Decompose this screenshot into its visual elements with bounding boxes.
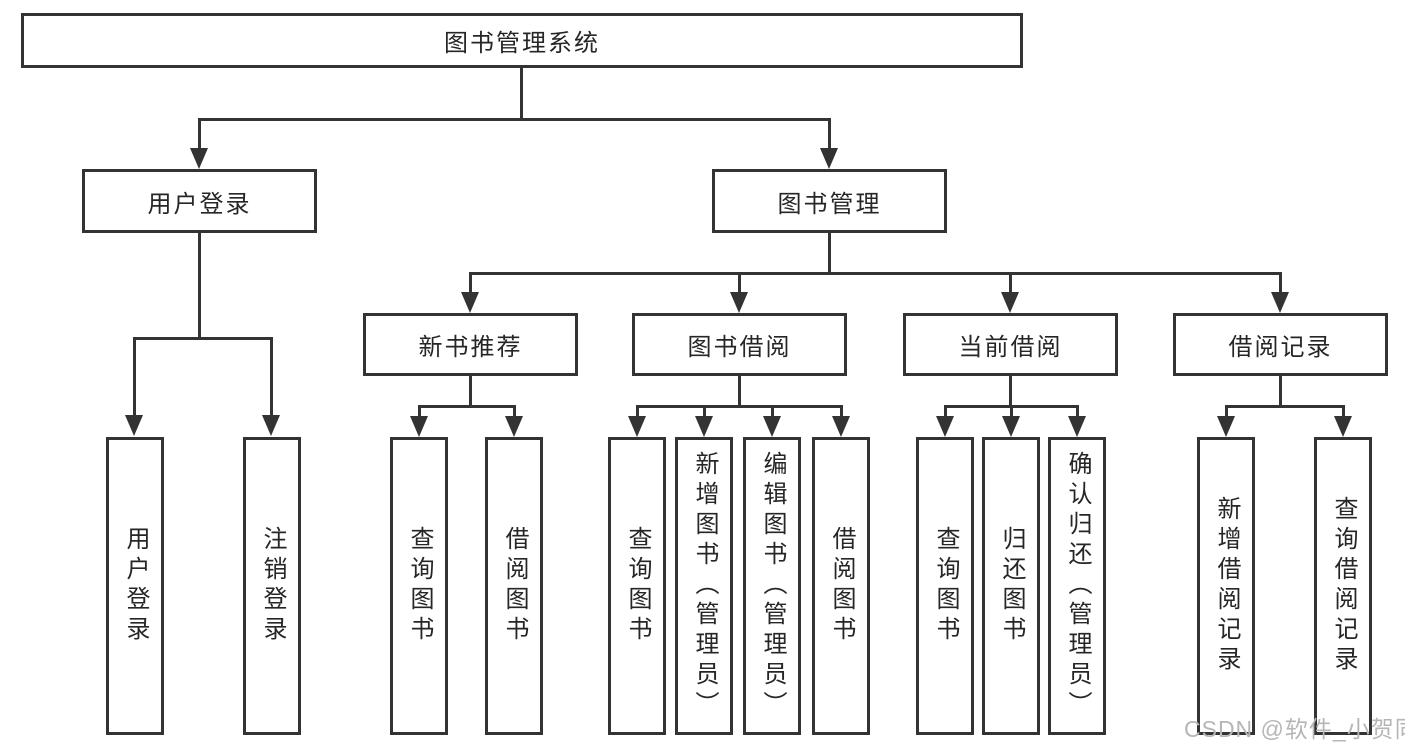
arrowhead-down-icon bbox=[262, 415, 280, 436]
arrowhead-down-icon bbox=[763, 416, 781, 437]
leaf-query-book-1: 查询图书 bbox=[390, 437, 448, 735]
connector-line bbox=[828, 232, 831, 272]
connector-line bbox=[738, 375, 741, 405]
arrowhead-down-icon bbox=[190, 148, 208, 169]
arrowhead-down-icon bbox=[832, 416, 850, 437]
leaf-add-book-admin: 新增图书（管理员） bbox=[675, 437, 733, 735]
connector-line bbox=[1076, 405, 1079, 417]
connector-line bbox=[418, 405, 421, 417]
connector-line bbox=[133, 337, 273, 340]
node-label: 查询图书 bbox=[932, 526, 959, 646]
arrowhead-down-icon bbox=[1001, 292, 1019, 313]
connector-line bbox=[1342, 405, 1345, 417]
node-label: 图书借阅 bbox=[687, 334, 792, 361]
node-label: 确认归还（管理员） bbox=[1064, 451, 1091, 721]
arrowhead-down-icon bbox=[1002, 416, 1020, 437]
node-label: 用户登录 bbox=[122, 526, 149, 646]
node-label: 借阅图书 bbox=[828, 526, 855, 646]
connector-line bbox=[1009, 375, 1012, 405]
leaf-borrow-book-1: 借阅图书 bbox=[485, 437, 543, 735]
arrowhead-down-icon bbox=[820, 148, 838, 169]
node-label: 当前借阅 bbox=[958, 334, 1063, 361]
arrowhead-down-icon bbox=[936, 416, 954, 437]
connector-line bbox=[840, 405, 843, 417]
connector-line bbox=[513, 405, 516, 417]
leaf-add-borrow-record: 新增借阅记录 bbox=[1197, 437, 1255, 735]
leaf-logout: 注销登录 bbox=[243, 437, 301, 735]
arrowhead-down-icon bbox=[628, 416, 646, 437]
arrowhead-down-icon bbox=[730, 292, 748, 313]
arrowhead-down-icon bbox=[1217, 416, 1235, 437]
connector-line bbox=[771, 405, 774, 417]
leaf-return-book: 归还图书 bbox=[982, 437, 1040, 735]
node-library-management-system: 图书管理系统 bbox=[21, 13, 1023, 68]
connector-line bbox=[1225, 405, 1345, 408]
connector-line bbox=[418, 405, 516, 408]
leaf-user-login: 用户登录 bbox=[106, 437, 164, 735]
node-book-management: 图书管理 bbox=[712, 169, 947, 233]
node-borrow-records: 借阅记录 bbox=[1173, 313, 1388, 376]
connector-line bbox=[1010, 405, 1013, 417]
connector-line bbox=[133, 337, 136, 416]
connector-line bbox=[469, 272, 1282, 275]
node-label: 查询图书 bbox=[406, 526, 433, 646]
node-user-login: 用户登录 bbox=[82, 169, 317, 233]
arrowhead-down-icon bbox=[695, 416, 713, 437]
connector-line bbox=[469, 375, 472, 405]
connector-line bbox=[1225, 405, 1228, 417]
connector-line bbox=[198, 232, 201, 337]
connector-line bbox=[1009, 272, 1012, 293]
connector-line bbox=[198, 118, 831, 121]
node-label: 归还图书 bbox=[998, 526, 1025, 646]
node-label: 查询图书 bbox=[624, 526, 651, 646]
leaf-edit-book-admin: 编辑图书（管理员） bbox=[743, 437, 801, 735]
arrowhead-down-icon bbox=[461, 292, 479, 313]
connector-line bbox=[198, 118, 201, 150]
node-label: 图书管理 bbox=[777, 190, 882, 218]
leaf-query-book-3: 查询图书 bbox=[916, 437, 974, 735]
node-label: 新书推荐 bbox=[418, 334, 523, 361]
connector-line bbox=[944, 405, 947, 417]
node-label: 注销登录 bbox=[259, 526, 286, 646]
arrowhead-down-icon bbox=[505, 416, 523, 437]
node-book-borrow: 图书借阅 bbox=[632, 313, 847, 376]
leaf-query-book-2: 查询图书 bbox=[608, 437, 666, 735]
node-label: 新增借阅记录 bbox=[1213, 496, 1240, 676]
node-label: 借阅记录 bbox=[1228, 334, 1333, 361]
leaf-borrow-book-2: 借阅图书 bbox=[812, 437, 870, 735]
node-label: 编辑图书（管理员） bbox=[759, 451, 786, 721]
arrowhead-down-icon bbox=[1271, 292, 1289, 313]
connector-line bbox=[828, 118, 831, 150]
node-label: 新增图书（管理员） bbox=[691, 451, 718, 721]
arrowhead-down-icon bbox=[410, 416, 428, 437]
leaf-query-borrow-record: 查询借阅记录 bbox=[1314, 437, 1372, 735]
node-label: 查询借阅记录 bbox=[1330, 496, 1357, 676]
node-label: 图书管理系统 bbox=[444, 30, 600, 57]
connector-line bbox=[270, 337, 273, 416]
connector-line bbox=[520, 68, 523, 118]
arrowhead-down-icon bbox=[125, 415, 143, 436]
connector-line bbox=[703, 405, 706, 417]
connector-line bbox=[469, 272, 472, 293]
node-new-book-recommend: 新书推荐 bbox=[363, 313, 578, 376]
connector-line bbox=[636, 405, 639, 417]
leaf-confirm-return-admin: 确认归还（管理员） bbox=[1048, 437, 1106, 735]
node-label: 借阅图书 bbox=[501, 526, 528, 646]
node-current-borrow: 当前借阅 bbox=[903, 313, 1118, 376]
connector-line bbox=[1279, 375, 1282, 405]
connector-line bbox=[636, 405, 843, 408]
arrowhead-down-icon bbox=[1334, 416, 1352, 437]
connector-line bbox=[738, 272, 741, 293]
node-label: 用户登录 bbox=[147, 190, 252, 218]
arrowhead-down-icon bbox=[1068, 416, 1086, 437]
csdn-watermark: CSDN @软件_小贺同学 bbox=[1184, 716, 1405, 742]
connector-line bbox=[1279, 272, 1282, 293]
